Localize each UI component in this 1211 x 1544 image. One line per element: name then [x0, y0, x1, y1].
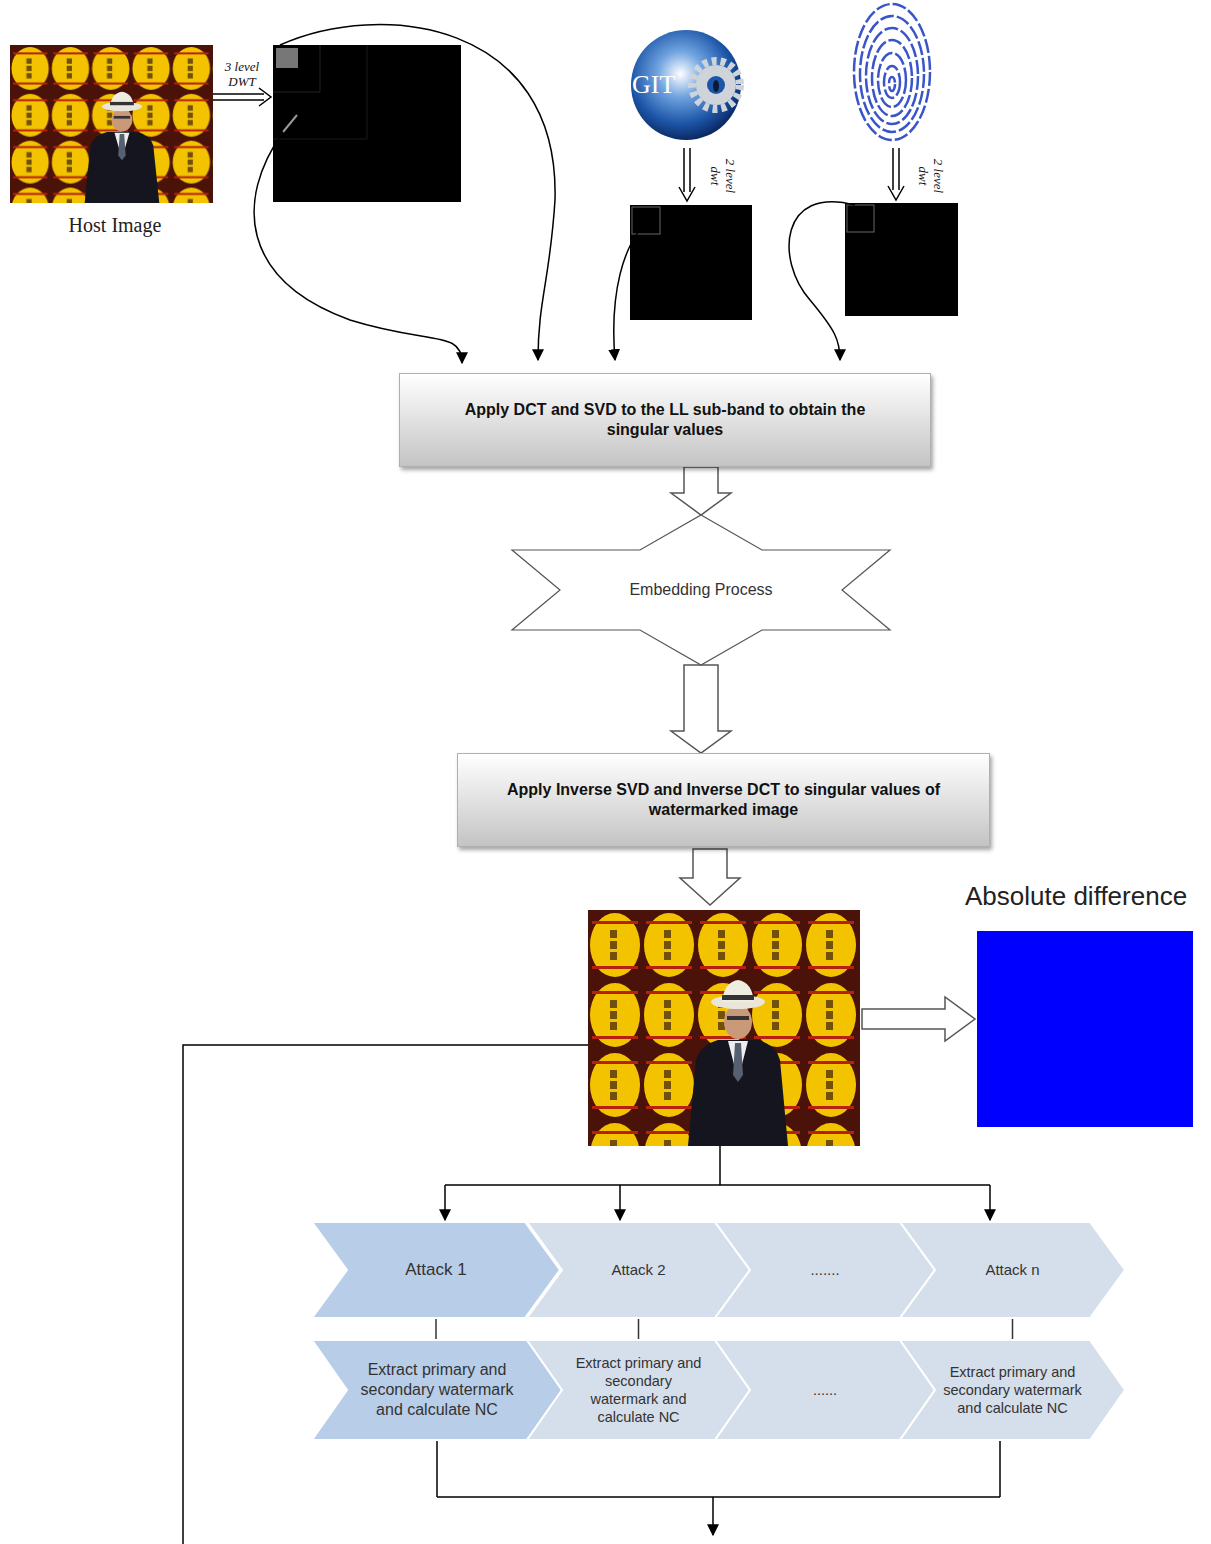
chevron-label: Attack n — [985, 1261, 1039, 1280]
chevron-outline — [527, 1340, 750, 1440]
box-label: Apply Inverse SVD and Inverse DCT to sin… — [504, 780, 943, 820]
heading: Absolute difference — [965, 880, 1187, 913]
block-arrow — [671, 665, 731, 753]
chevron-outline — [715, 1340, 935, 1440]
box-label: Apply DCT and SVD to the LL sub-band to … — [446, 400, 884, 440]
merge-lines — [437, 1440, 1000, 1535]
difference-square: Absolute difference — [965, 880, 1201, 1131]
double-arrow — [888, 148, 904, 200]
chevron-label: Attack 1 — [405, 1259, 466, 1280]
attack-chevron: Attack 1 — [312, 1222, 560, 1318]
dwt-image — [273, 45, 461, 202]
hollow-arrow — [680, 849, 740, 905]
connector-line — [638, 1318, 640, 1340]
extract-chevron: Extract primary and secondary watermark … — [900, 1340, 1125, 1440]
chevron-outline — [312, 1340, 562, 1440]
chevron-label: Extract primary and secondary watermark … — [355, 1360, 519, 1420]
star-label: Embedding Process — [629, 580, 772, 600]
chevron-outline — [715, 1222, 935, 1318]
double-arrow — [213, 88, 271, 106]
process-box: Apply DCT and SVD to the LL sub-band to … — [399, 373, 931, 467]
chevron-label: Attack 2 — [611, 1261, 665, 1280]
fingerprint-dwt-image — [845, 203, 958, 316]
attack-chevron: Attack 2 — [527, 1222, 750, 1318]
chevron-label: Extract primary and secondary watermark … — [943, 1363, 1082, 1417]
chevron-outline — [900, 1340, 1125, 1440]
fingerprint-watermark — [854, 4, 930, 140]
hollow-arrow — [862, 997, 975, 1041]
chevron-label: Extract primary and secondary watermark … — [570, 1354, 707, 1427]
connector-line — [435, 1318, 437, 1340]
image-caption: Host Image — [30, 214, 200, 237]
connector-line — [1012, 1318, 1014, 1340]
feedback-line — [183, 1045, 588, 1544]
logo-dwt-image — [630, 205, 752, 320]
chevron-outline — [312, 1222, 560, 1318]
chevron-outline — [527, 1222, 750, 1318]
filled-square — [977, 931, 1193, 1127]
extract-chevron: ...... — [715, 1340, 935, 1440]
extract-chevron: Extract primary and secondary watermark … — [527, 1340, 750, 1440]
double-arrow — [679, 148, 695, 201]
transform-label: 2 level dwt — [915, 151, 945, 201]
process-box: Apply Inverse SVD and Inverse DCT to sin… — [457, 753, 990, 847]
logo-text: GIT — [632, 70, 688, 100]
transform-label: 2 level dwt — [707, 151, 737, 201]
logo-watermark — [631, 30, 741, 140]
split-lines — [445, 1146, 990, 1220]
process-star: Embedding Process — [512, 515, 890, 665]
chevron-outline — [900, 1222, 1125, 1318]
host-image — [10, 45, 213, 203]
transform-label: 3 level DWT — [213, 60, 271, 90]
chevron-label: ...... — [813, 1381, 837, 1399]
attack-chevron: Attack n — [900, 1222, 1125, 1318]
watermarked-image — [588, 910, 860, 1146]
star-outline — [512, 515, 890, 665]
extract-chevron: Extract primary and secondary watermark … — [312, 1340, 562, 1440]
block-arrow — [671, 467, 731, 515]
chevron-label: ....... — [810, 1261, 839, 1280]
input-curves — [254, 25, 855, 363]
attack-chevron: ....... — [715, 1222, 935, 1318]
